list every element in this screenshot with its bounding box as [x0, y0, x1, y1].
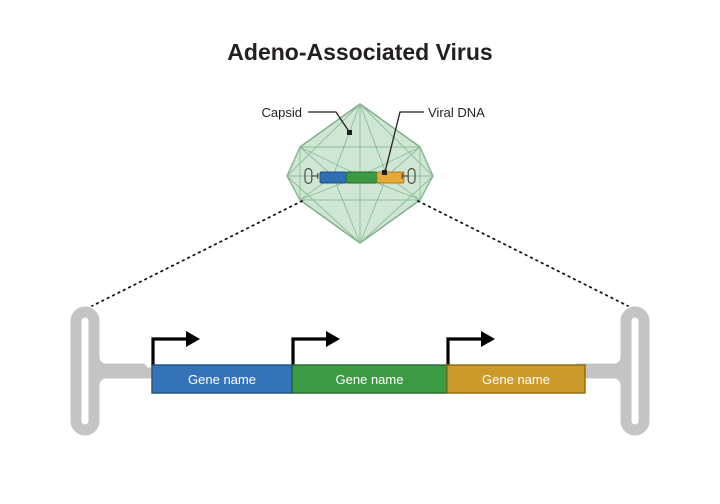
promoter-gene-2-arrowhead — [326, 331, 340, 347]
gene-box-2-label: Gene name — [336, 372, 404, 387]
promoter-gene-3 — [446, 337, 483, 366]
gene-box-2[interactable] — [291, 364, 448, 394]
itr-left-lower-arm — [88, 367, 158, 403]
itr-right-stem-loop — [620, 306, 650, 436]
capsid-callout: Capsid — [262, 105, 352, 135]
promoter-gene-1 — [151, 337, 188, 366]
itr-left — [70, 306, 158, 436]
promoter-gene-1-arrowhead — [186, 331, 200, 347]
mini-gene-segment-3 — [376, 171, 405, 184]
itr-right-lower-arm — [562, 367, 632, 403]
capsid-facet-lines — [286, 103, 434, 244]
capsid-leader-square-marker — [347, 130, 352, 135]
gene-box-1[interactable] — [151, 364, 293, 394]
mini-gene-segment-1 — [319, 171, 347, 184]
promoter-arrows — [151, 337, 483, 366]
viral-dna-leader-square-marker — [382, 170, 387, 175]
capsid-leader-line — [308, 111, 351, 134]
itr-left-stem-loop — [70, 306, 100, 436]
gene-boxes: Gene name Gene name Gene name — [151, 364, 586, 394]
mini-itr-left — [304, 168, 319, 184]
capsid-icosahedron — [286, 103, 434, 244]
viral-dna-callout: Viral DNA — [382, 105, 485, 175]
promoter-arrowheads — [186, 331, 495, 347]
itr-right — [562, 306, 650, 436]
viral-dna-leader-line — [384, 111, 424, 173]
genome-map: Gene name Gene name Gene name — [70, 306, 650, 436]
gene-box-1-label: Gene name — [188, 372, 256, 387]
mini-gene-segment-2 — [345, 171, 378, 184]
gene-box-3[interactable] — [446, 364, 586, 394]
page-title: Adeno-Associated Virus — [227, 39, 492, 65]
capsid-label: Capsid — [262, 105, 302, 120]
viral-dna-label: Viral DNA — [428, 105, 485, 120]
mini-itr-right — [401, 168, 416, 184]
promoter-gene-3-arrowhead — [481, 331, 495, 347]
gene-box-3-label: Gene name — [482, 372, 550, 387]
promoter-gene-2 — [291, 337, 328, 366]
